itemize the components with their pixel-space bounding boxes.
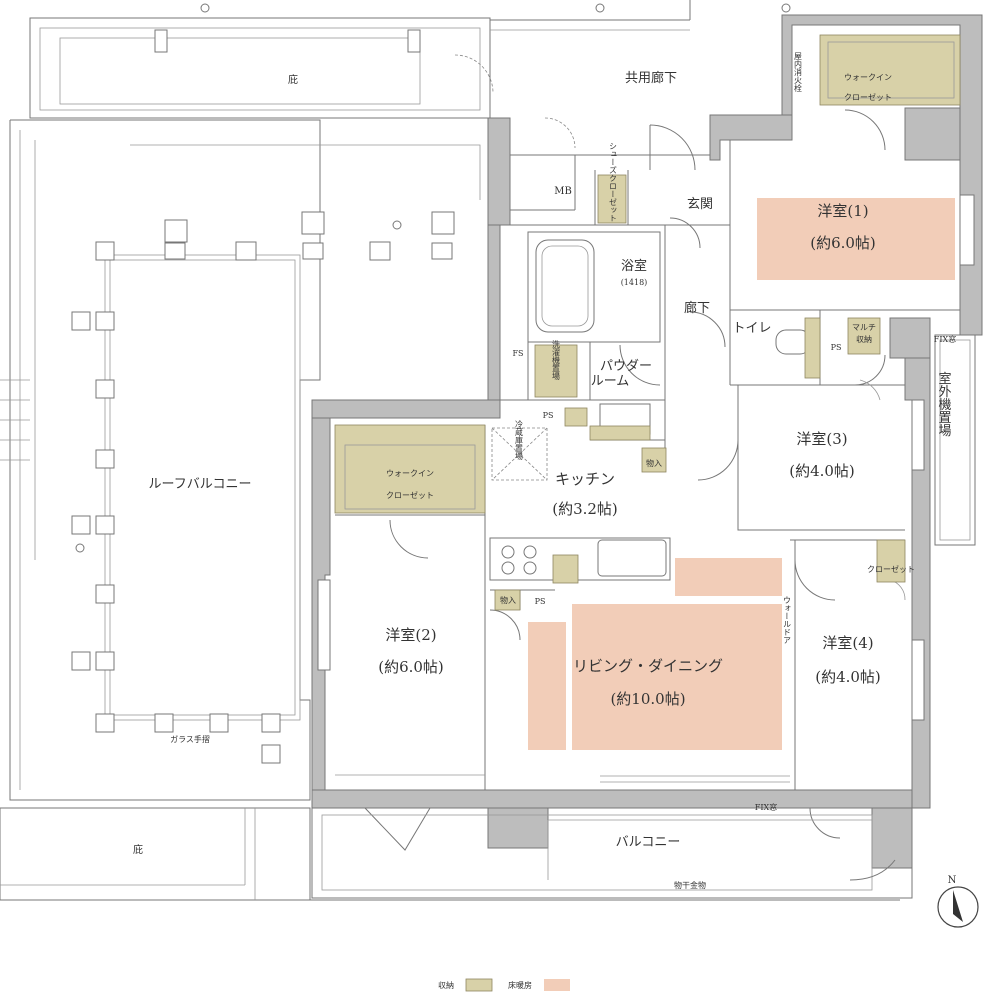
room3-name: 洋室(3) [796,430,847,448]
storage-mono2 [494,589,521,611]
floor-heating-areas [528,198,955,750]
common-hall-label: 共用廊下 [625,70,677,86]
north-arrow-icon [953,890,963,922]
multi-storage-label-2: 収納 [856,334,872,344]
heating-ld-main [572,604,782,750]
legend-heating-label: 床暖房 [508,980,532,990]
hydrant-label: 屋内消火栓 [794,52,803,93]
ps-label-3: PS [535,597,546,606]
storage-mono1 [641,447,667,473]
legend-storage-swatch [465,978,493,992]
storage-wic-top [819,34,961,106]
laundry-pole-label: 物干金物 [674,880,706,890]
storage-shoe-closet [597,174,627,224]
outdoor-unit-label: 室外機置場 [936,371,952,437]
ld-name: リビング・ダイニング [573,657,723,675]
mb-label: MB [554,186,572,197]
ld-size: (約10.0帖) [610,690,685,708]
heating-ld-left [528,622,566,750]
bath-name: 浴室 [621,258,647,274]
eave-bottom-label: 庇 [133,843,143,856]
balcony-label: バルコニー [616,835,681,850]
storage-multi [847,317,881,355]
wic-top-label-2: クローゼット [844,92,892,102]
bath-size: (1418) [621,278,648,287]
room1-size: (約6.0帖) [810,234,876,252]
shoe-closet-label: シューズクローゼット [609,142,618,222]
wall-door-label: ウォールドア [783,596,792,644]
kitchen-size: (約3.2帖) [552,500,618,518]
north-arrow: N [937,875,979,928]
storage-areas [334,34,961,611]
multi-storage-label-1: マルチ [852,323,876,332]
labels: 庇 共用廊下 MB シューズクローゼット 玄関 屋内消火栓 ウォークイン クロー… [133,52,956,890]
heating-room1 [757,198,955,280]
wic-left-label-1: ウォークイン [386,469,434,478]
toilet-label: トイレ [732,321,771,336]
laundry-label: 洗濯機置場 [552,339,561,381]
legend-storage-label: 収納 [438,980,454,990]
ps-label-2: PS [543,411,554,420]
powder-line2: ルーム [591,374,630,389]
closet-small-label: クローゼット [867,564,915,574]
room2-name: 洋室(2) [385,626,436,644]
bottom-eave-area [0,807,311,901]
room4-name: 洋室(4) [822,634,873,652]
door-swings [364,54,906,851]
fridge-label: 冷蔵庫置場 [515,419,524,461]
storage-closet-small [876,539,906,583]
heating-kitchen-strip [675,558,782,596]
top-eave-area [29,0,791,119]
room2-size: (約6.0帖) [378,658,444,676]
north-label: N [948,875,957,886]
storage1-label: 物入 [646,458,662,468]
wic-left-label-2: クローゼット [386,490,434,500]
fs-label: FS [512,349,523,358]
storage-kitchen [552,554,579,584]
ps-label-1: PS [831,343,842,352]
storage-wic-left [334,424,486,514]
legend: 収納 床暖房 [438,978,570,992]
room3-size: (約4.0帖) [789,462,855,480]
room1-name: 洋室(1) [817,202,868,220]
glass-rail-label: ガラス手摺 [170,734,210,744]
storage-toilet-shelf [804,317,821,379]
eave-top-label: 庇 [288,73,298,86]
roof-balcony [0,119,481,801]
hall-label: 廊下 [684,300,710,316]
kitchen-name: キッチン [555,470,615,488]
legend-heating-swatch [544,979,570,991]
powder-line1: パウダー [600,359,652,374]
room4-size: (約4.0帖) [815,668,881,686]
roof-balcony-label: ルーフバルコニー [149,477,252,492]
fix-window-1: FIX窓 [934,334,956,344]
storage-powder-shelf [589,425,651,441]
wic-top-label-1: ウォークイン [844,73,892,82]
storage-laundry [534,344,578,398]
balcony [300,807,913,901]
storage2-label: 物入 [500,595,516,605]
storage-powder [564,407,588,427]
entrance-label: 玄関 [687,197,713,212]
fix-window-2: FIX窓 [755,802,777,812]
